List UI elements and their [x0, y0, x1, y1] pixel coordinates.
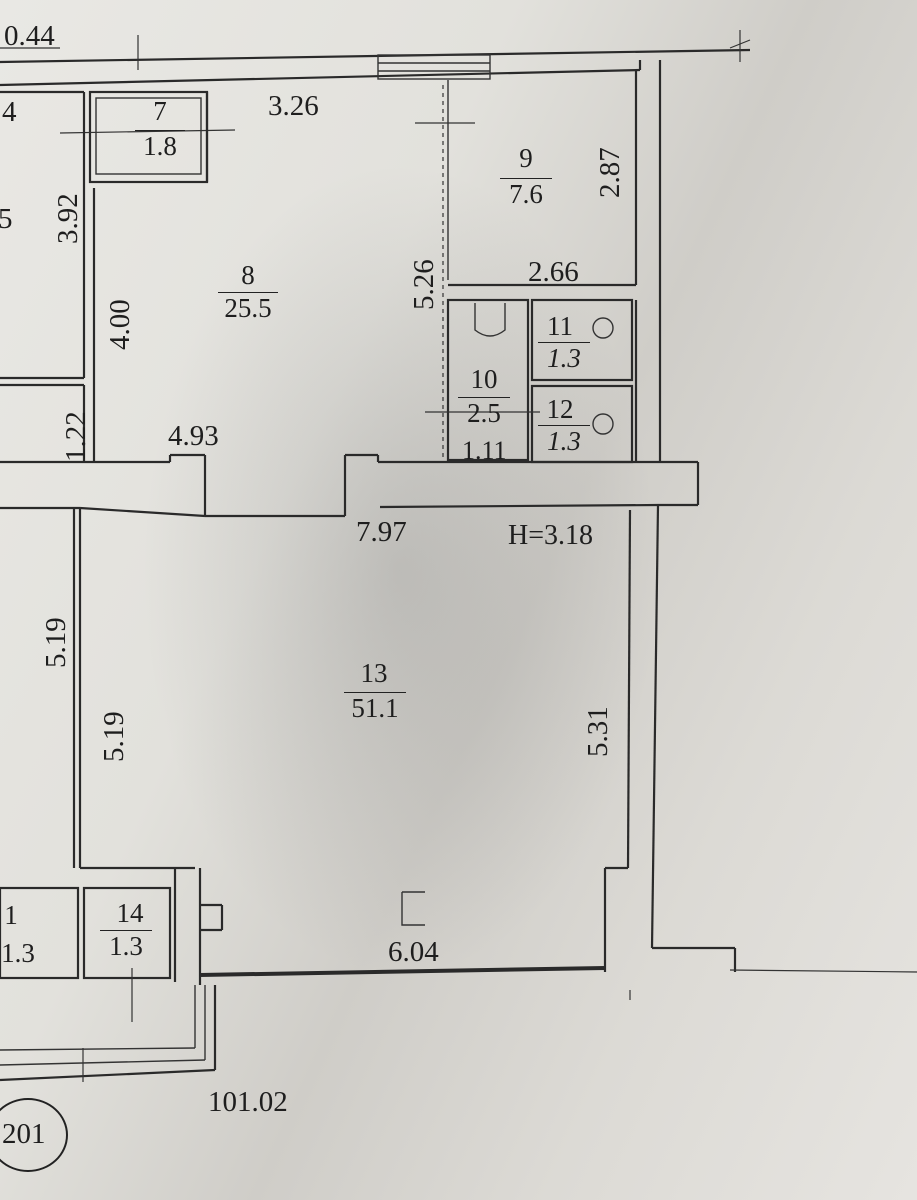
dim-elevation: 101.02 — [208, 1086, 288, 1118]
room-11-area: 1.3 — [538, 342, 590, 372]
dim-room9-width: 2.66 — [528, 256, 579, 288]
room-13-area: 51.1 — [344, 692, 406, 722]
room-14-walls — [0, 868, 224, 1082]
left-room-partial-number: 4 — [2, 96, 17, 128]
room-8-number: 8 — [241, 260, 255, 290]
room-12-area: 1.3 — [538, 425, 590, 455]
dim-left-col-height: 3.92 — [52, 193, 84, 244]
dim-room13-right: 5.31 — [582, 706, 614, 757]
dim-left-small-height: 1.22 — [60, 411, 92, 462]
dim-top-left: 0.44 — [4, 20, 55, 52]
room-10-number: 10 — [470, 364, 498, 394]
room-12-number: 12 — [546, 394, 574, 424]
left-room-partial-label: 5 — [0, 203, 13, 235]
room-11-number: 11 — [547, 311, 573, 341]
room-9-number: 9 — [519, 143, 533, 173]
room-10-area: 2.5 — [458, 397, 510, 427]
dim-room8-height: 4.00 — [104, 299, 136, 350]
room-8-area: 25.5 — [218, 292, 278, 322]
dim-bath-width: 1.11 — [462, 436, 507, 465]
outer-wall-right — [626, 60, 917, 973]
room-9-area: 7.6 — [500, 178, 552, 208]
dim-room13-width: 7.97 — [356, 516, 407, 548]
room-13-walls — [78, 453, 660, 1000]
dim-ceiling-height: H=3.18 — [508, 520, 594, 551]
dim-room13-left-inner: 5.19 — [98, 711, 130, 762]
section-number: 201 — [2, 1118, 46, 1150]
dim-hall-width: 4.93 — [168, 420, 219, 452]
room-14-area: 1.3 — [100, 930, 152, 960]
dim-room8-width: 3.26 — [268, 90, 319, 122]
section-circle — [0, 1098, 68, 1172]
dim-room13-bottom: 6.04 — [388, 936, 439, 968]
room-14-number: 14 — [116, 898, 144, 928]
dim-room13-left-outer: 5.19 — [40, 617, 72, 668]
outer-wall-top — [0, 30, 751, 87]
left-bottom-room-area: 1.3 — [1, 938, 35, 968]
left-column-walls — [0, 90, 94, 868]
room-7-number: 7 — [153, 96, 167, 126]
left-bottom-room-number: 1 — [4, 900, 18, 930]
rooms-9-12-walls — [415, 80, 636, 464]
dim-corridor-height: 5.26 — [408, 259, 440, 310]
room-7-area: 1.8 — [135, 130, 185, 160]
room-13-number: 13 — [360, 658, 388, 688]
dim-room9-height: 2.87 — [594, 147, 626, 198]
room-8-walls — [92, 92, 209, 515]
